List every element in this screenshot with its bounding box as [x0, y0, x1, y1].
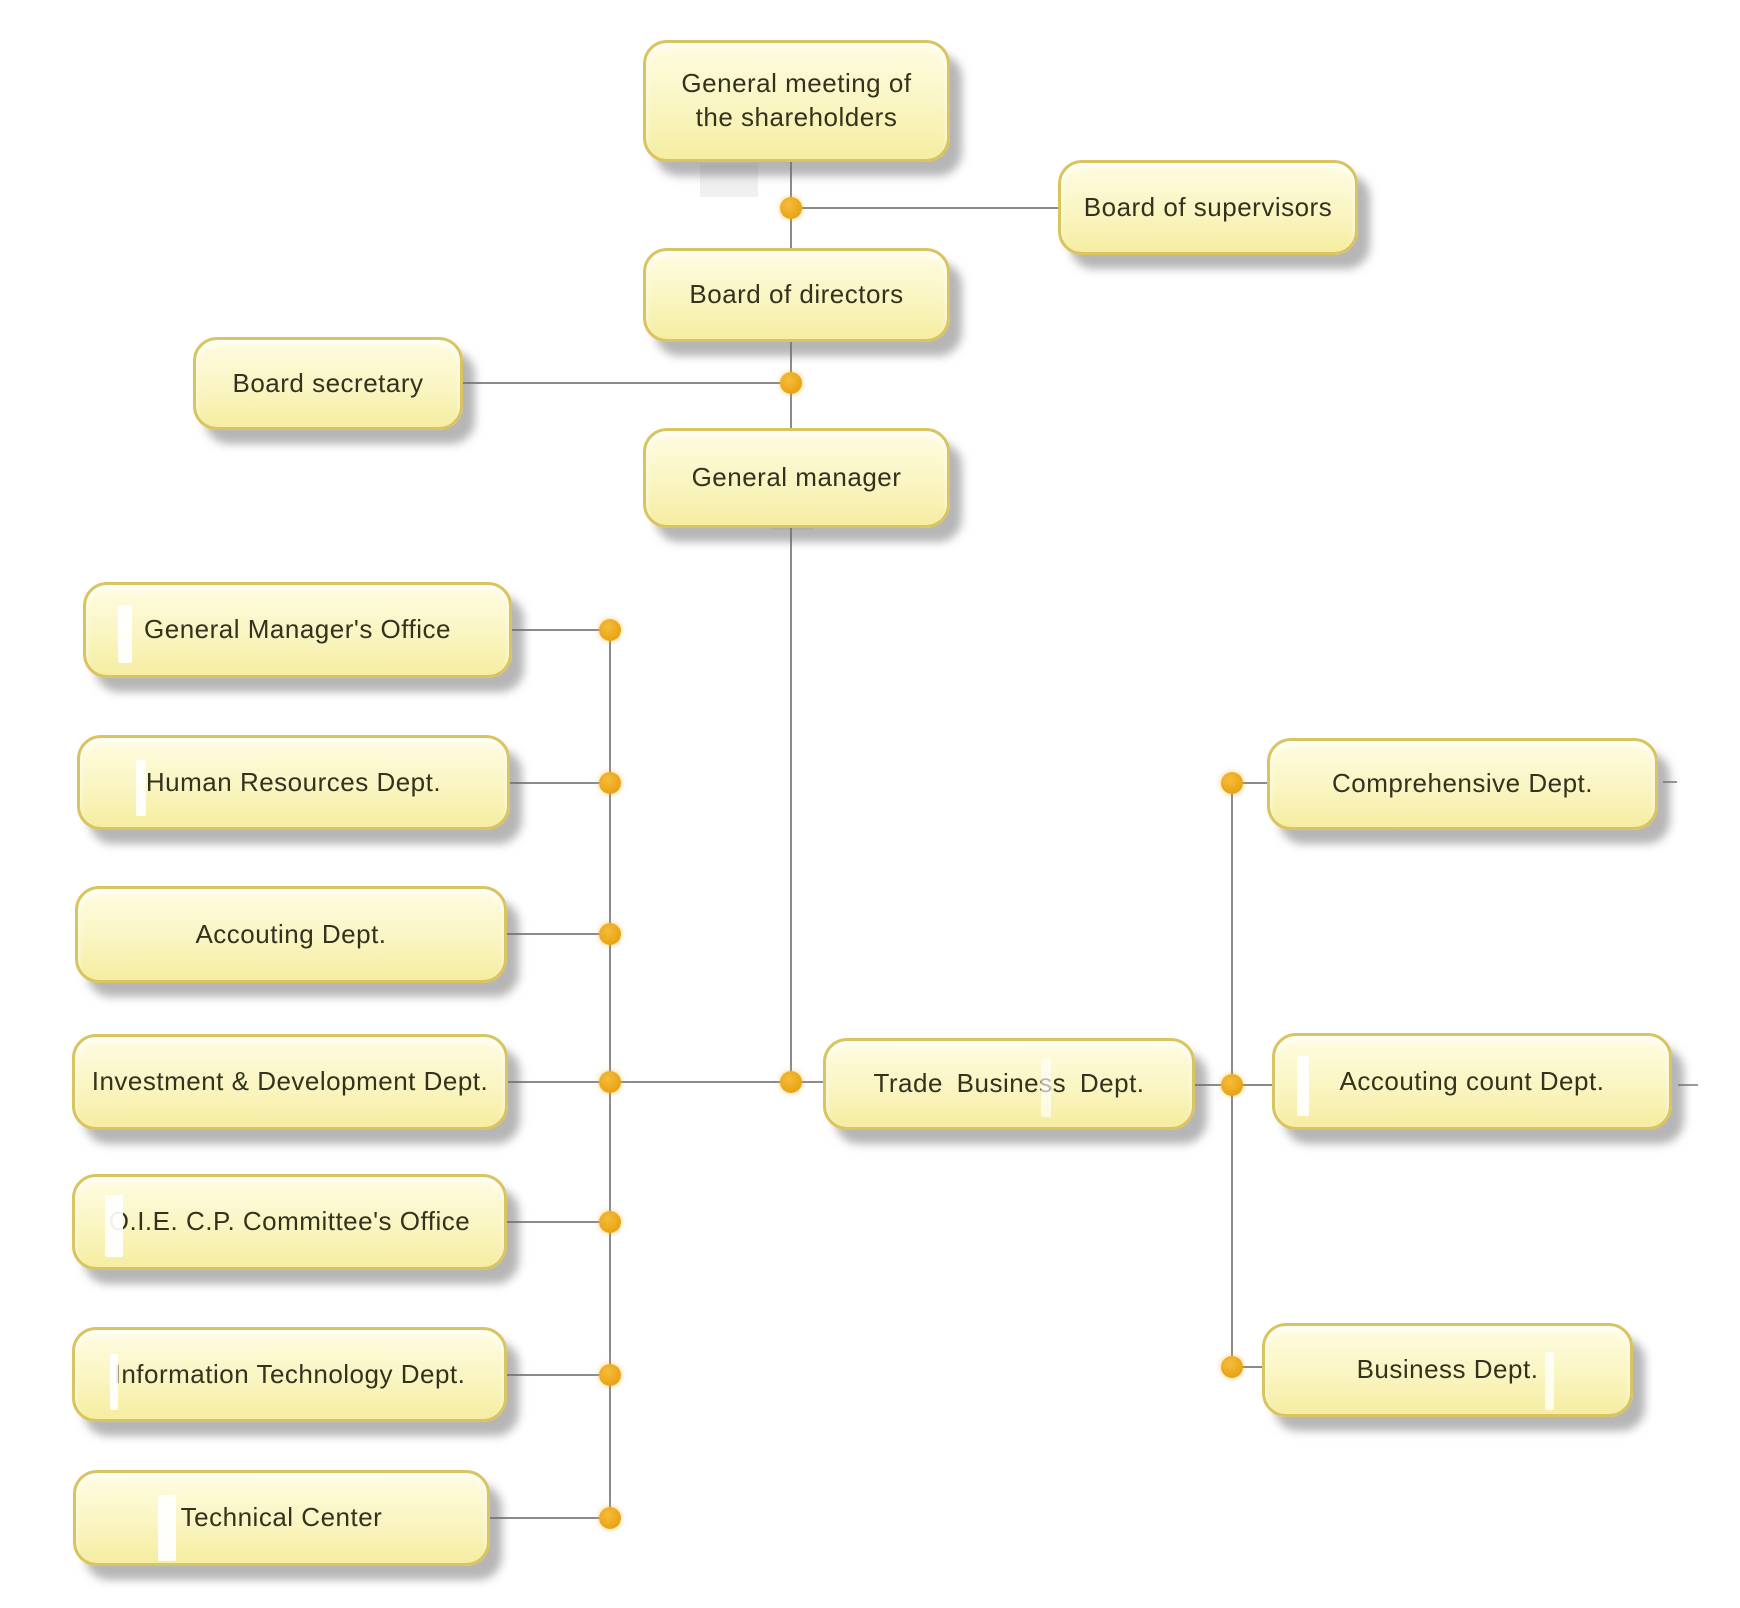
connector-to-secretary: [463, 382, 790, 384]
node-accounting-count-dept: Accouting count Dept.: [1272, 1033, 1672, 1130]
node-label: Business Dept.: [1356, 1354, 1539, 1385]
scan-artifact-bar: [158, 1495, 176, 1561]
scan-artifact-bar: [136, 760, 146, 816]
node-oie-cp-committees-office: O.I.E. C.P. Committee's Office: [72, 1174, 507, 1270]
node-board-secretary: Board secretary: [193, 337, 463, 430]
junction-dot-comprehensive: [1221, 772, 1243, 794]
node-label: Human Resources Dept.: [145, 766, 442, 797]
node-comprehensive-dept: Comprehensive Dept.: [1267, 738, 1658, 830]
node-general-managers-office: General Manager's Office: [83, 582, 512, 678]
node-board-of-directors: Board of directors: [643, 248, 950, 342]
scan-artifact-bar: [110, 1354, 118, 1410]
artifact-dash: [1663, 781, 1677, 783]
junction-dot-accounting: [599, 923, 621, 945]
stub-comprehensive: [1232, 782, 1267, 784]
node-label: Accouting Dept.: [195, 918, 387, 949]
connector-investment-trade: [508, 1081, 823, 1083]
junction-dot-investment: [599, 1071, 621, 1093]
node-label: General Manager's Office: [144, 614, 451, 645]
junction-dot-tech-center: [599, 1507, 621, 1529]
stub-oie: [505, 1221, 609, 1223]
node-label: Accouting count Dept.: [1339, 1065, 1605, 1096]
junction-dot-business: [1221, 1356, 1243, 1378]
junction-dot-gm-office: [599, 619, 621, 641]
stub-business: [1232, 1366, 1262, 1368]
junction-dot-accounting-count: [1221, 1074, 1243, 1096]
node-label: Comprehensive Dept.: [1332, 768, 1593, 799]
node-label: Board of directors: [689, 279, 904, 310]
stub-accounting-count: [1232, 1084, 1272, 1086]
stub-it: [505, 1374, 609, 1376]
node-trade-business-dept: Trade Business Dept.: [823, 1038, 1195, 1130]
node-information-technology-dept: Information Technology Dept.: [72, 1327, 507, 1422]
scan-artifact-bar: [105, 1195, 123, 1257]
junction-dot-supervisors: [780, 197, 802, 219]
node-accounting-dept: Accouting Dept.: [75, 886, 507, 983]
scan-artifact-bar: [118, 605, 132, 663]
node-human-resources-dept: Human Resources Dept.: [77, 735, 510, 830]
scan-artifact-bar: [1545, 1352, 1554, 1410]
node-general-meeting: General meeting of the shareholders: [643, 40, 950, 162]
node-label: O.I.E. C.P. Committee's Office: [108, 1206, 471, 1237]
node-label: Board secretary: [232, 367, 424, 398]
node-label: Technical Center: [180, 1502, 383, 1533]
connector-manager-trunk: [790, 528, 792, 1083]
stub-gm-office: [510, 629, 609, 631]
scan-artifact-bar: [1041, 1059, 1051, 1117]
artifact-dash: [1678, 1084, 1698, 1086]
node-investment-development-dept: Investment & Development Dept.: [72, 1034, 508, 1130]
scan-smudge: [700, 163, 758, 197]
node-board-of-supervisors: Board of supervisors: [1058, 160, 1358, 255]
node-label: Information Technology Dept.: [113, 1358, 466, 1389]
node-technical-center: Technical Center: [73, 1470, 490, 1566]
node-label: Trade Business Dept.: [873, 1068, 1145, 1099]
node-label: Investment & Development Dept.: [91, 1066, 489, 1097]
junction-dot-oie: [599, 1211, 621, 1233]
stub-tech-center: [488, 1517, 609, 1519]
stub-accounting: [505, 933, 609, 935]
node-label: Board of supervisors: [1083, 191, 1333, 222]
scan-artifact-bar: [1297, 1056, 1309, 1116]
connector-to-supervisors: [791, 207, 1058, 209]
connector-trade-right-trunk: [1195, 1084, 1232, 1086]
junction-dot-trade: [780, 1071, 802, 1093]
stub-hr: [508, 782, 609, 784]
node-general-manager: General manager: [643, 428, 950, 528]
junction-dot-secretary: [780, 372, 802, 394]
node-label: General manager: [691, 462, 902, 493]
node-business-dept: Business Dept.: [1262, 1323, 1633, 1417]
junction-dot-it: [599, 1364, 621, 1386]
node-label: General meeting of the shareholders: [681, 68, 912, 132]
junction-dot-hr: [599, 772, 621, 794]
